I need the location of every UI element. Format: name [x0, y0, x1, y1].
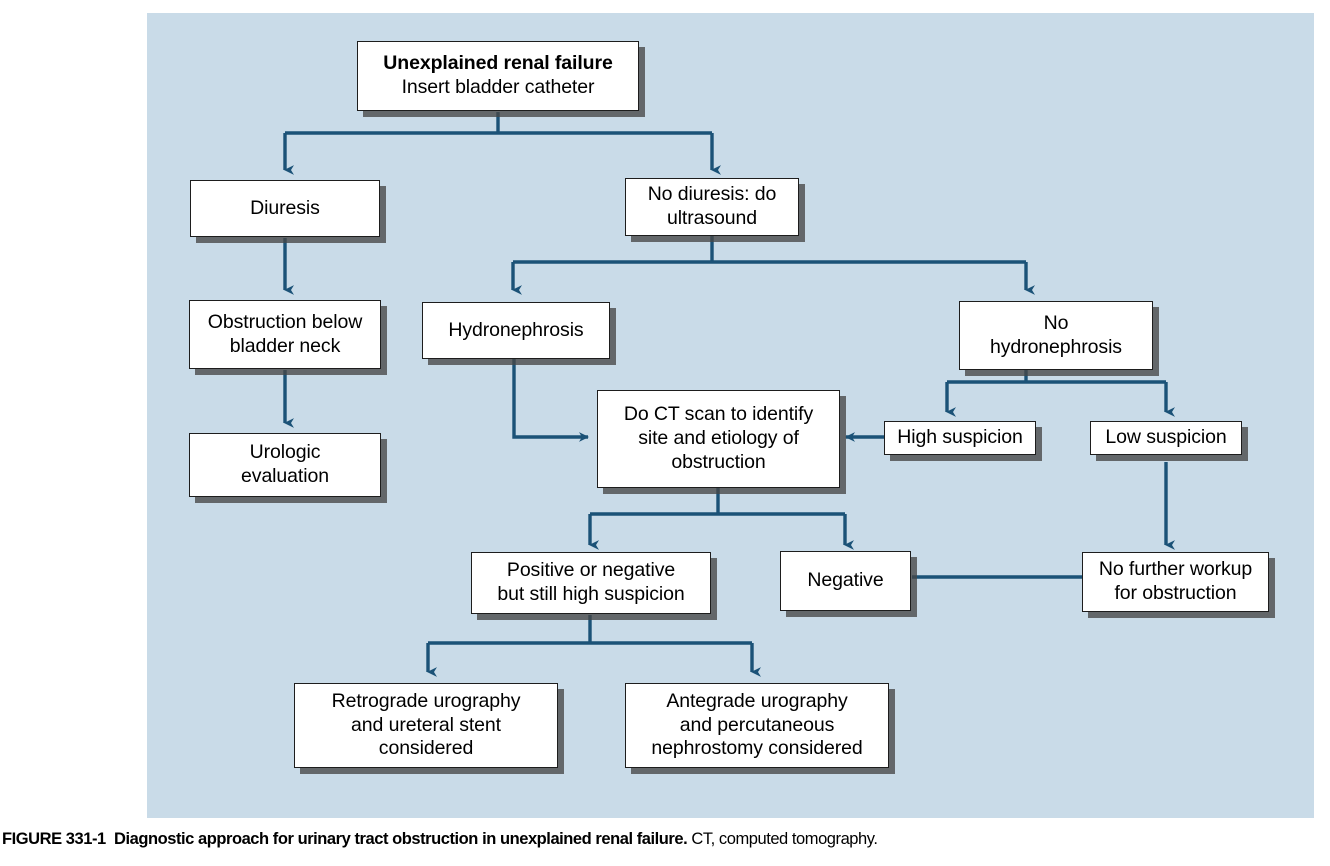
node-positive-or-negative: Positive or negative but still high susp…: [471, 552, 711, 614]
caption-title: Diagnostic approach for urinary tract ob…: [114, 830, 688, 848]
node-urologic-line1: Urologic: [249, 441, 321, 464]
node-negative: Negative: [780, 551, 911, 611]
node-urologic-line2: evaluation: [241, 465, 329, 487]
node-antegrade-urography: Antegrade urography and percutaneous nep…: [625, 683, 889, 768]
node-no-hydronephrosis-line2: hydronephrosis: [990, 335, 1122, 358]
node-root-line2: Insert bladder catheter: [401, 76, 595, 98]
caption-figure-label: FIGURE 331-1: [2, 830, 106, 848]
node-no-diuresis: No diuresis: do ultrasound: [625, 178, 799, 236]
node-root: Unexplained renal failure Insert bladder…: [357, 41, 639, 111]
node-high-suspicion: High suspicion: [884, 421, 1036, 455]
node-no-further-workup: No further workup for obstruction: [1082, 552, 1269, 612]
node-low-suspicion-line1: Low suspicion: [1105, 426, 1227, 449]
node-antegrade-line2: and percutaneous: [679, 713, 835, 736]
node-ct-line1: Do CT scan to identify: [623, 403, 814, 426]
node-ct-line2: site and etiology of: [638, 427, 799, 450]
node-hydronephrosis-line1: Hydronephrosis: [448, 318, 584, 341]
node-obstruction-line2: bladder neck: [229, 334, 341, 357]
node-no-diuresis-line1: No diuresis: do: [647, 183, 777, 206]
node-urologic-evaluation: Urologic evaluation: [189, 433, 381, 497]
node-posneg-line2: but still high suspicion: [497, 583, 685, 605]
node-retrograde-line1: Retrograde urography: [331, 689, 521, 712]
node-no-diuresis-line2: ultrasound: [666, 207, 758, 229]
node-root-line1: Unexplained renal failure: [383, 52, 613, 75]
figure-caption: FIGURE 331-1 Diagnostic approach for uri…: [2, 830, 1328, 849]
node-retrograde-urography: Retrograde urography and ureteral stent …: [294, 683, 558, 768]
node-diuresis: Diuresis: [190, 180, 380, 237]
node-nofurther-line1: No further workup: [1098, 558, 1253, 581]
caption-abbreviation-note: CT, computed tomography.: [691, 830, 878, 848]
node-no-hydronephrosis: No hydronephrosis: [959, 301, 1153, 370]
node-antegrade-line3: nephrostomy considered: [651, 737, 863, 760]
node-obstruction-line1: Obstruction below: [207, 310, 363, 333]
node-antegrade-line1: Antegrade urography: [666, 689, 848, 712]
node-negative-line1: Negative: [807, 569, 884, 592]
node-ct-scan: Do CT scan to identify site and etiology…: [597, 390, 840, 488]
node-hydronephrosis: Hydronephrosis: [422, 302, 610, 359]
node-obstruction-below-bladder-neck: Obstruction below bladder neck: [189, 300, 381, 369]
node-retrograde-line2: and ureteral stent: [351, 713, 501, 736]
node-high-suspicion-line1: High suspicion: [897, 426, 1023, 449]
node-low-suspicion: Low suspicion: [1090, 421, 1242, 455]
node-retrograde-line3: considered: [378, 737, 474, 760]
node-diuresis-line1: Diuresis: [250, 196, 320, 219]
node-nofurther-line2: for obstruction: [1114, 582, 1237, 604]
node-no-hydronephrosis-line1: No: [1043, 311, 1069, 334]
node-posneg-line1: Positive or negative: [506, 559, 676, 582]
node-ct-line3: obstruction: [671, 450, 766, 473]
